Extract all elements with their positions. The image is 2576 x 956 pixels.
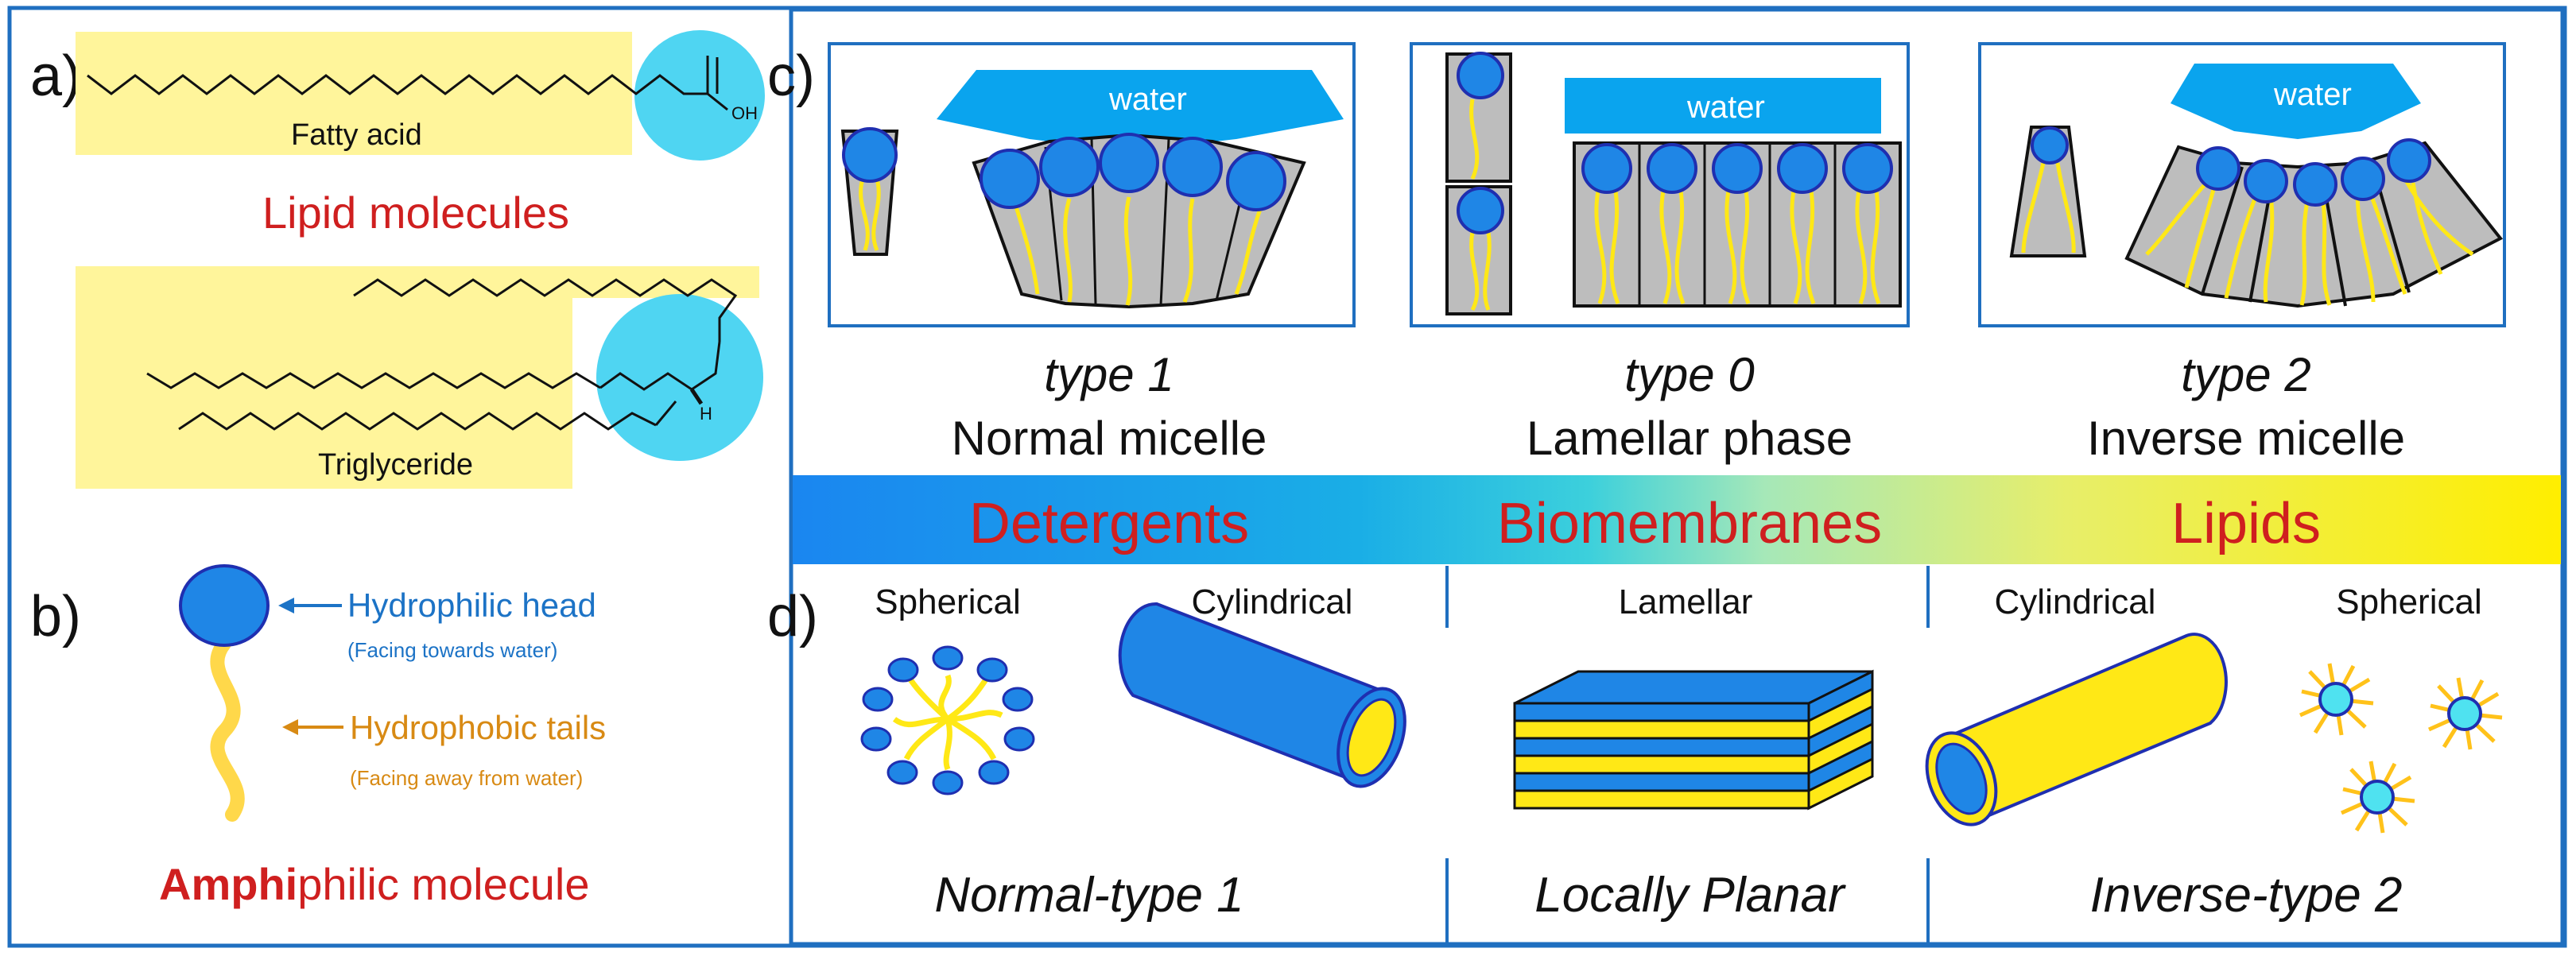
hydrophobic-tails-note: (Facing away from water) xyxy=(350,766,583,790)
lipid-molecules-heading: Lipid molecules xyxy=(262,188,569,238)
caption-inverse-type-2: Inverse-type 2 xyxy=(2090,868,2403,923)
fatty-acid-chain xyxy=(87,74,708,95)
h-label: H xyxy=(700,404,712,424)
cylinder-inverse xyxy=(1925,633,2228,826)
water-label-inverse: water xyxy=(2273,77,2352,112)
hydrophilic-head xyxy=(179,564,270,647)
panel-c: c) water water xyxy=(767,42,2506,465)
caption-locally-planar: Locally Planar xyxy=(1534,868,1846,923)
inverse-micelle-box xyxy=(1978,42,2506,327)
shape-label-cylindrical-normal: Cylindrical xyxy=(1192,583,1353,621)
inverted-cone-tails xyxy=(2021,162,2076,254)
shape-label-spherical-inverse: Spherical xyxy=(2336,583,2481,621)
cone-tails xyxy=(859,178,881,251)
inverse-heads xyxy=(2196,138,2431,207)
hydrophilic-head-label: Hydrophilic head xyxy=(347,586,596,624)
bar-label-lipids: Lipids xyxy=(2171,492,2321,555)
panel-b-label: b) xyxy=(30,585,81,648)
lamellar-stack xyxy=(1513,669,1874,811)
phase-type-2: type 2 xyxy=(2181,348,2310,401)
ester-bond xyxy=(654,401,677,426)
triglyceride-highlight-top xyxy=(350,266,759,298)
cylinder-normal xyxy=(1118,602,1406,788)
bar-label-detergents: Detergents xyxy=(969,492,1249,555)
triglyceride-chain-top xyxy=(353,278,738,342)
phase-name-1: Normal micelle xyxy=(952,412,1267,465)
spherical-normal-micelle xyxy=(860,645,1035,795)
cylinder-tails xyxy=(1469,99,1492,312)
triglyceride-chain-middle xyxy=(146,372,601,389)
lamellar-box xyxy=(1410,42,1910,327)
water-band-lamellar xyxy=(1565,78,1881,134)
amphiphilic-title-bold: Amphi xyxy=(159,859,297,909)
fatty-acid-label: Fatty acid xyxy=(291,118,422,152)
cylinder-head-bottom xyxy=(1457,187,1504,234)
panel-d: d) Spherical Cylindrical Lamellar Cylind… xyxy=(767,566,2503,944)
shape-label-lamellar: Lamellar xyxy=(1619,583,1753,621)
tail-arrowhead xyxy=(282,719,298,735)
water-band-normal xyxy=(937,70,1344,151)
inverted-cone-head xyxy=(2031,126,2069,164)
right-frame xyxy=(789,7,2565,946)
phase-type-0: type 0 xyxy=(1624,348,1754,401)
phase-type-1: type 1 xyxy=(1044,348,1174,401)
stereo-bond xyxy=(689,388,704,405)
caption-normal-type-1: Normal-type 1 xyxy=(934,868,1243,923)
triglyceride-head-circle xyxy=(596,294,763,461)
inverse-micelle-3 xyxy=(2340,761,2415,834)
triglyceride-label: Triglyceride xyxy=(318,448,473,482)
shape-label-cylindrical-inverse: Cylindrical xyxy=(1995,583,2156,621)
panel-a: a) OH Fatty acid Lipid molecules H Trigl… xyxy=(30,30,765,489)
micelle-heads xyxy=(980,133,1286,211)
normal-micelle-box xyxy=(828,42,1356,327)
inverse-micelle-2 xyxy=(2427,677,2503,750)
water-band-inverse xyxy=(2171,64,2421,139)
phase-name-0: Lamellar phase xyxy=(1527,412,1852,465)
glycerol-backbone xyxy=(599,341,721,391)
phase-name-2: Inverse micelle xyxy=(2087,412,2405,465)
amphiphilic-title: Amphiphilic molecule xyxy=(159,859,590,909)
hydroxyl-bond xyxy=(707,92,728,111)
panel-c-label: c) xyxy=(767,45,815,108)
fatty-acid-head-circle xyxy=(634,30,765,161)
amphiphilic-title-rest: philic molecule xyxy=(297,859,589,909)
inverted-cone-molecule xyxy=(2009,126,2087,257)
water-label-lamellar: water xyxy=(1686,90,1765,125)
hydrophobic-tails-label: Hydrophobic tails xyxy=(350,709,606,746)
hydrophilic-head-note: (Facing towards water) xyxy=(347,638,557,662)
bilayer-tails xyxy=(1594,190,1881,304)
shape-label-spherical-normal: Spherical xyxy=(875,583,1020,621)
oh-label: OH xyxy=(731,103,758,123)
inverse-micelle-1 xyxy=(2299,663,2374,736)
cone-head xyxy=(842,127,898,183)
gradient-bar xyxy=(793,475,2561,564)
bilayer-dividers xyxy=(1638,143,1837,306)
water-label-normal: water xyxy=(1108,82,1187,117)
micelle-tails xyxy=(1011,196,1267,306)
triglyceride-chain-bottom xyxy=(178,412,657,431)
hydrophobic-tail xyxy=(210,637,245,822)
cylinder-head-top xyxy=(1457,52,1504,99)
panel-a-label: a) xyxy=(30,45,81,108)
bilayer-heads xyxy=(1581,143,1893,194)
panel-b: b) Hydrophilic head (Facing towards wate… xyxy=(30,564,606,909)
bar-label-biomembranes: Biomembranes xyxy=(1497,492,1882,555)
inverse-tails xyxy=(2145,177,2474,306)
panel-d-label: d) xyxy=(767,585,818,648)
head-arrowhead xyxy=(278,598,294,613)
